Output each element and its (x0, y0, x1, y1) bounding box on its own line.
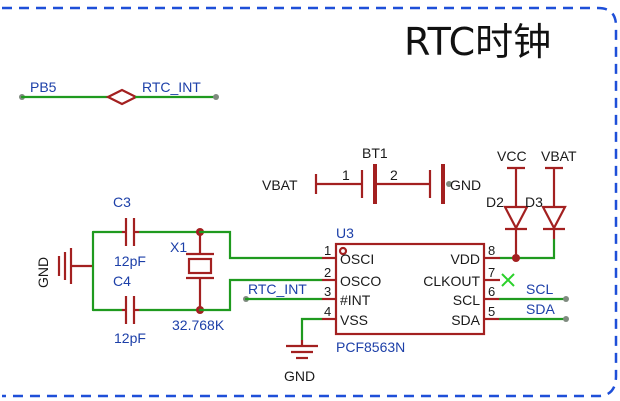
ground-symbol-left (57, 248, 93, 284)
net-label-gnd-left: GND (35, 257, 51, 288)
chip-pin-2-number: 2 (324, 265, 331, 280)
net-label-scl: SCL (526, 281, 553, 297)
crystal-ref: X1 (170, 239, 187, 255)
chip-pin-2-name: OSCO (340, 273, 381, 289)
wire-diode-d3-join (514, 238, 556, 260)
chip-pin-4-number: 4 (324, 304, 331, 319)
scl-pin-end (563, 296, 569, 302)
chip-pin-8-number: 8 (488, 243, 495, 258)
diode-d2 (503, 166, 529, 258)
wire-osci (198, 230, 324, 260)
net-label-rtc-int-top: RTC_INT (142, 79, 201, 95)
crystal-value: 32.768K (172, 317, 225, 333)
chip-pin-1-name: OSCI (340, 251, 374, 267)
battery-bt1 (314, 164, 452, 204)
ground-symbol-chip (286, 340, 318, 360)
chip-pin-7-number: 7 (488, 265, 495, 280)
chip-pin-5-name: SDA (451, 312, 480, 328)
battery-pin2: 2 (390, 167, 398, 183)
chip-pin-3-number: 3 (324, 284, 331, 299)
pb5-rtc-int-net-tie (19, 88, 219, 106)
capacitor-c3-ref: C3 (113, 194, 131, 210)
chip-pin-3-name: #INT (340, 292, 371, 308)
chip-u3 (322, 242, 500, 336)
chip-pin-7-name: CLKOUT (423, 273, 480, 289)
diode-d2-ref: D2 (486, 194, 504, 210)
diode-d3 (541, 166, 567, 240)
capacitor-c4-ref: C4 (113, 273, 131, 289)
chip-pin-1-number: 1 (324, 243, 331, 258)
chip-pin-8-name: VDD (450, 251, 480, 267)
capacitor-c4 (122, 296, 140, 324)
wire-osco (198, 278, 324, 312)
sheet-border (2, 6, 618, 398)
chip-ref: U3 (336, 225, 354, 241)
crystal-x1 (186, 232, 214, 310)
sheet-title: RTC时钟 (404, 20, 551, 64)
chip-pin-5-number: 5 (488, 304, 495, 319)
junction-vdd (512, 254, 520, 262)
net-label-pb5: PB5 (30, 79, 57, 95)
chip-pin-4-name: VSS (340, 312, 368, 328)
capacitor-c3-value: 12pF (114, 253, 146, 269)
battery-ref: BT1 (362, 145, 388, 161)
net-label-sda: SDA (526, 301, 555, 317)
capacitor-c3 (122, 218, 140, 246)
net-label-gnd-battery: GND (450, 177, 481, 193)
diode-d3-ref: D3 (525, 194, 543, 210)
chip-pin-6-number: 6 (488, 284, 495, 299)
sda-pin-end (563, 316, 569, 322)
net-label-gnd-chip: GND (284, 368, 315, 384)
chip-part-number: PCF8563N (336, 339, 405, 355)
battery-pin1: 1 (342, 167, 350, 183)
net-label-rtc-int-chip: RTC_INT (248, 281, 307, 297)
net-label-vbat-diode: VBAT (541, 148, 577, 164)
wire-vss (300, 317, 324, 342)
net-label-vbat-battery: VBAT (262, 177, 298, 193)
no-connect-marker (501, 273, 515, 287)
net-label-vcc: VCC (497, 148, 527, 164)
chip-pin-6-name: SCL (453, 292, 480, 308)
capacitor-c4-value: 12pF (114, 330, 146, 346)
